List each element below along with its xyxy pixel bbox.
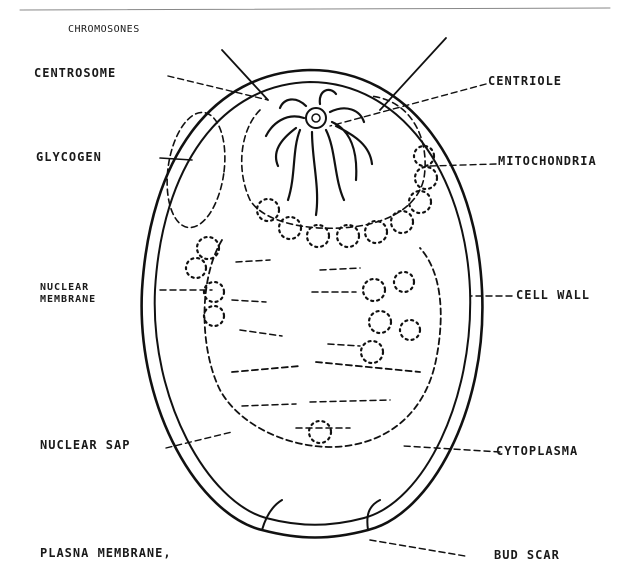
label-nuclear-membrane-line1: NUCLEAR — [40, 282, 96, 294]
centriole — [306, 108, 326, 128]
label-cytoplasm: CYTOPLASMA — [496, 444, 578, 458]
label-nuclear-sap: NUCLEAR SAP — [40, 438, 130, 452]
label-glycogen: GLYCOGEN — [36, 150, 102, 164]
label-bud-scar: BUD SCAR — [494, 548, 560, 562]
vacuoles — [309, 272, 420, 443]
ray-left — [222, 50, 268, 100]
centrosome-cluster — [266, 90, 372, 215]
leader-mitochondria — [430, 164, 496, 166]
bud-scar-leader — [370, 540, 465, 556]
label-centriole: CENTRIOLE — [488, 74, 562, 88]
leader-lines — [160, 76, 512, 452]
label-nuclear-membrane-line2: MEMBRANE — [40, 294, 96, 306]
leader-nuclear-sap — [166, 432, 232, 448]
leader-glycogen — [160, 158, 192, 160]
label-nuclear-membrane: NUCLEAR MEMBRANE — [40, 282, 96, 306]
mitochondria-chain — [186, 146, 437, 326]
nuclear-strands — [232, 260, 420, 428]
label-chromosomes: CHROMOSONES — [68, 24, 140, 35]
label-mitochondria: MITOCHONDRIA — [498, 154, 597, 168]
ray-right — [380, 38, 446, 110]
top-border-line — [20, 8, 610, 10]
label-plasma-membrane: PLASNA MEMBRANE, — [40, 546, 172, 560]
label-centrosome: CENTROSOME — [34, 66, 116, 80]
label-cell-wall: CELL WALL — [516, 288, 590, 302]
